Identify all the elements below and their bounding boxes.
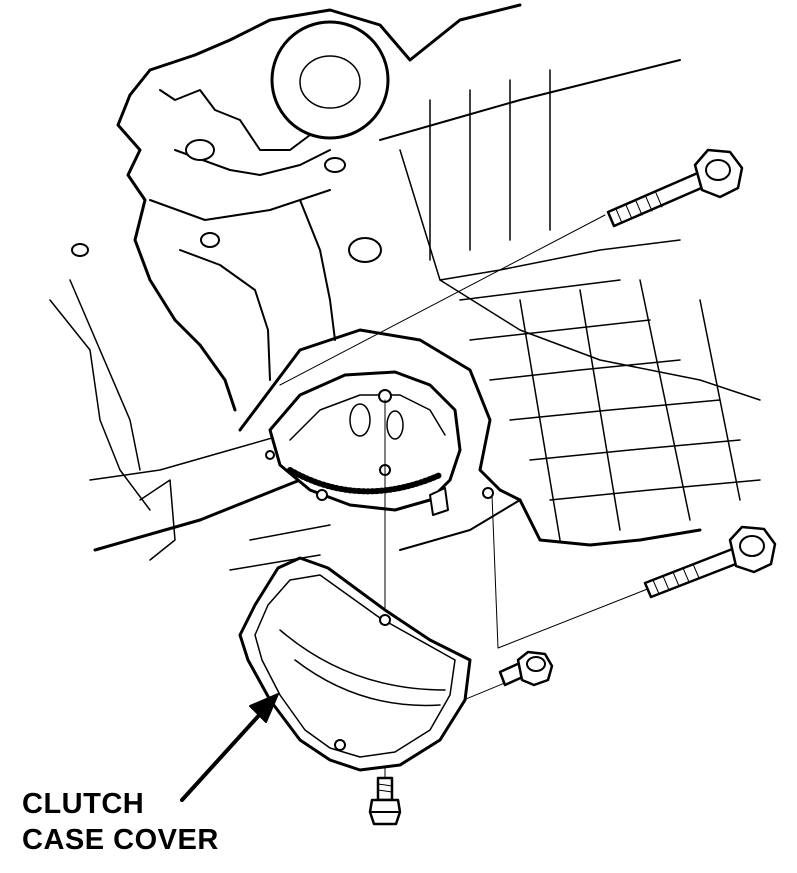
label-line-2: CASE COVER <box>22 824 219 856</box>
clutch-case-cover-label: CLUTCH CASE COVER <box>22 786 219 858</box>
long-bolt-lower <box>643 525 777 599</box>
arrow-icon <box>180 693 279 802</box>
flange-bolt-bottom <box>368 776 402 826</box>
long-bolt-upper <box>606 148 744 228</box>
clutch-drum <box>265 370 494 516</box>
transmission-housing <box>49 3 761 571</box>
flange-bolt-right <box>498 650 554 687</box>
clutch-case-cover <box>238 556 472 772</box>
label-line-1: CLUTCH <box>22 788 145 820</box>
